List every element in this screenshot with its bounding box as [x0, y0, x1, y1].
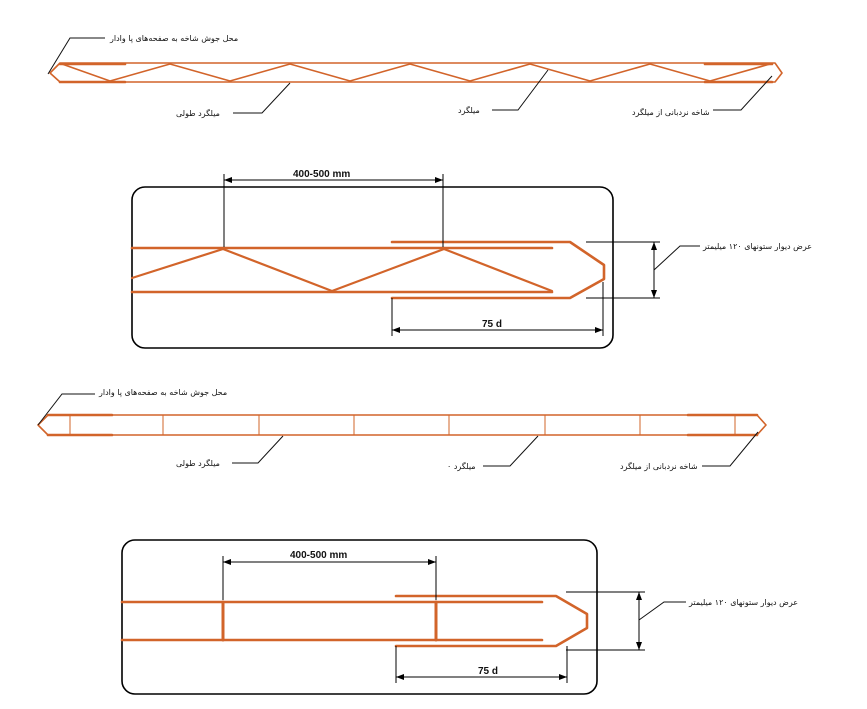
ladder-detail-width-arrow-bottom [636, 642, 642, 650]
ladder-detail-lap-label: 75 d [478, 666, 498, 677]
ladder-detail-frame [121, 539, 598, 695]
ladder-strip-leader-end-weld [37, 393, 95, 426]
truss-strip-diagonals [61, 63, 771, 82]
truss-strip-label-branch: شاخه نردبانی از میلگرد [632, 107, 710, 117]
truss-detail-spacing-arrow-right [435, 177, 443, 183]
ladder-detail-width-arrow-top [636, 592, 642, 600]
truss-strip-leader-longitudinal [233, 82, 291, 114]
truss-strip-label-end-weld: محل جوش شاخه به صفحه‌های پا وادار [109, 34, 238, 43]
truss-strip-leader-rebar [492, 69, 549, 111]
truss-strip: محل جوش شاخه به صفحه‌های پا وادار میلگرد… [47, 34, 783, 118]
truss-detail: 400-500 mm 75 d عرض دیوار ستونهای ۱۲۰ می… [130, 169, 812, 349]
truss-strip-label-rebar: میلگرد [458, 105, 480, 115]
ladder-strip-label-rebar: میلگرد ۰ [447, 461, 476, 471]
truss-detail-lap-arrow-right [595, 327, 603, 333]
ladder-strip-rungs [69, 415, 736, 435]
truss-detail-width-label: عرض دیوار ستونهای ۱۲۰ میلیمتر [702, 242, 812, 251]
truss-detail-spacing-label: 400-500 mm [293, 169, 350, 180]
ladder-detail-spacing-arrow-left [223, 559, 231, 565]
truss-detail-lap-arrow-left [392, 327, 400, 333]
truss-detail-lap-bar [390, 240, 606, 300]
truss-detail-lap-label: 75 d [482, 319, 502, 330]
ladder-detail-lap-bar [394, 594, 589, 648]
ladder-strip-label-longitudinal: میلگرد طولی [176, 458, 220, 468]
ladder-strip-label-branch: شاخه نردبانی از میلگرد [620, 461, 698, 471]
ladder-strip: محل جوش شاخه به صفحه‌های پا وادار میلگرد… [37, 388, 767, 471]
ladder-detail: 400-500 mm 75 d عرض دیوار ستونهای ۱۲۰ می… [120, 539, 798, 695]
ladder-strip-outline [37, 414, 767, 436]
ladder-detail-width-label: عرض دیوار ستونهای ۱۲۰ میلیمتر [688, 598, 798, 607]
ladder-strip-leader-longitudinal [232, 435, 284, 464]
truss-strip-outline [49, 62, 783, 83]
ladder-detail-lap-arrow-left [396, 674, 404, 680]
ladder-detail-spacing-label: 400-500 mm [290, 550, 347, 561]
truss-strip-leader-branch [713, 75, 773, 111]
ladder-strip-leader-branch [702, 431, 759, 467]
ladder-detail-lap-arrow-right [559, 674, 567, 680]
truss-detail-diagonals [130, 247, 554, 293]
truss-detail-spacing-arrow-left [224, 177, 232, 183]
truss-strip-label-longitudinal: میلگرد طولی [176, 108, 220, 118]
truss-detail-width-arrow-top [651, 242, 657, 250]
truss-detail-width-leader [653, 245, 700, 271]
ladder-detail-width-leader [638, 601, 686, 621]
ladder-detail-spacing-arrow-right [428, 559, 436, 565]
ladder-strip-leader-rebar [483, 435, 539, 467]
truss-detail-frame [131, 186, 614, 349]
truss-strip-leader-end-weld [47, 37, 105, 75]
ladder-strip-label-end-weld: محل جوش شاخه به صفحه‌های پا وادار [98, 388, 227, 397]
truss-detail-width-arrow-bottom [651, 290, 657, 298]
